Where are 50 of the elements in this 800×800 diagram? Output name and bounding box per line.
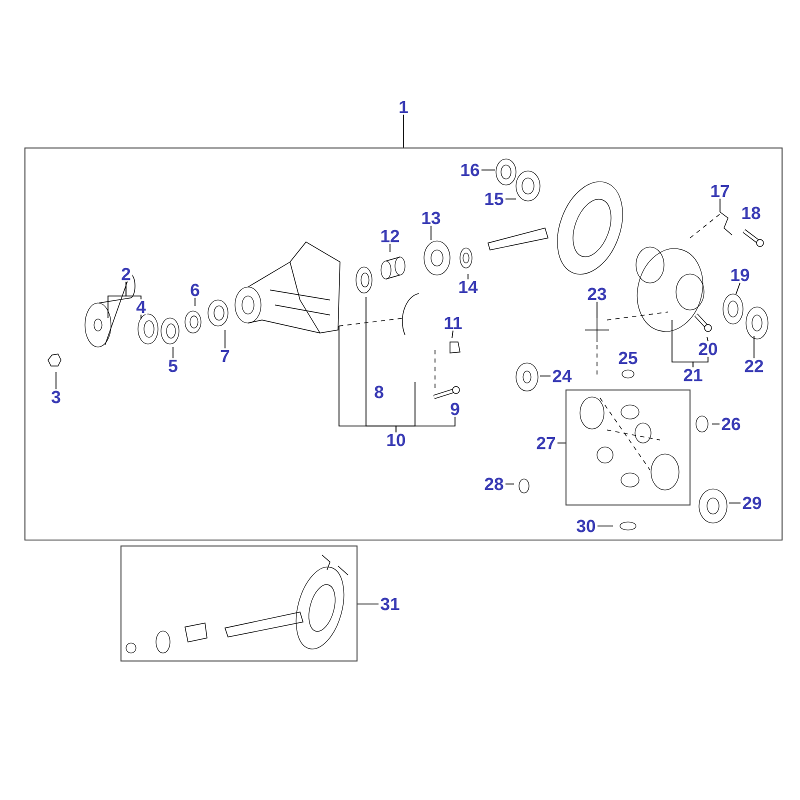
callout-number: 3	[50, 389, 62, 405]
callout-number: 13	[420, 210, 442, 226]
leader-line	[736, 282, 740, 294]
callout-number: 19	[728, 267, 752, 283]
leader-line	[596, 302, 598, 318]
callout-number: 18	[740, 205, 762, 221]
leader-line	[224, 330, 226, 349]
leader-line	[430, 226, 432, 240]
leader-line	[126, 281, 142, 300]
leader-line	[692, 356, 708, 368]
callout-number: 8	[372, 384, 386, 400]
callout-number: 24	[550, 368, 574, 384]
leader-line	[557, 442, 566, 444]
callout-number: 31	[378, 596, 402, 612]
callout-number: 16	[458, 162, 482, 178]
callout-number: 23	[586, 286, 608, 302]
callout-number: 5	[166, 358, 180, 374]
callout-number: 9	[448, 401, 462, 417]
callout-number: 11	[442, 316, 464, 330]
leader-line	[452, 330, 454, 338]
callout-number: 10	[384, 432, 408, 448]
assembly-frame	[120, 546, 358, 662]
callout-number: 2	[120, 266, 132, 282]
callout-number: 26	[720, 416, 742, 432]
leader-line	[728, 502, 741, 504]
callout-number: 22	[742, 358, 766, 374]
callout-number: 25	[616, 350, 640, 366]
callout-number: 20	[696, 341, 720, 357]
leader-line	[172, 346, 174, 359]
callout-number: 7	[218, 348, 232, 364]
leader-line	[194, 297, 196, 306]
callout-number: 14	[456, 280, 480, 294]
leader-line	[706, 336, 708, 342]
callout-number: 12	[378, 228, 402, 244]
callout-number: 28	[482, 476, 506, 492]
callout-number: 6	[188, 282, 202, 298]
callout-number: 15	[482, 191, 506, 207]
callout-number: 17	[708, 184, 732, 198]
leader-line	[140, 314, 142, 320]
leader-line	[396, 416, 456, 433]
callout-number: 1	[397, 100, 410, 114]
leader-line	[403, 114, 404, 148]
callout-number: 27	[534, 435, 558, 451]
assembly-frame	[566, 390, 691, 506]
callout-number: 30	[574, 518, 598, 534]
callout-number: 4	[134, 300, 148, 314]
callout-number: 29	[740, 495, 764, 511]
leader-line	[505, 198, 516, 200]
assembly-frame	[24, 147, 783, 541]
callout-number: 21	[682, 367, 704, 383]
